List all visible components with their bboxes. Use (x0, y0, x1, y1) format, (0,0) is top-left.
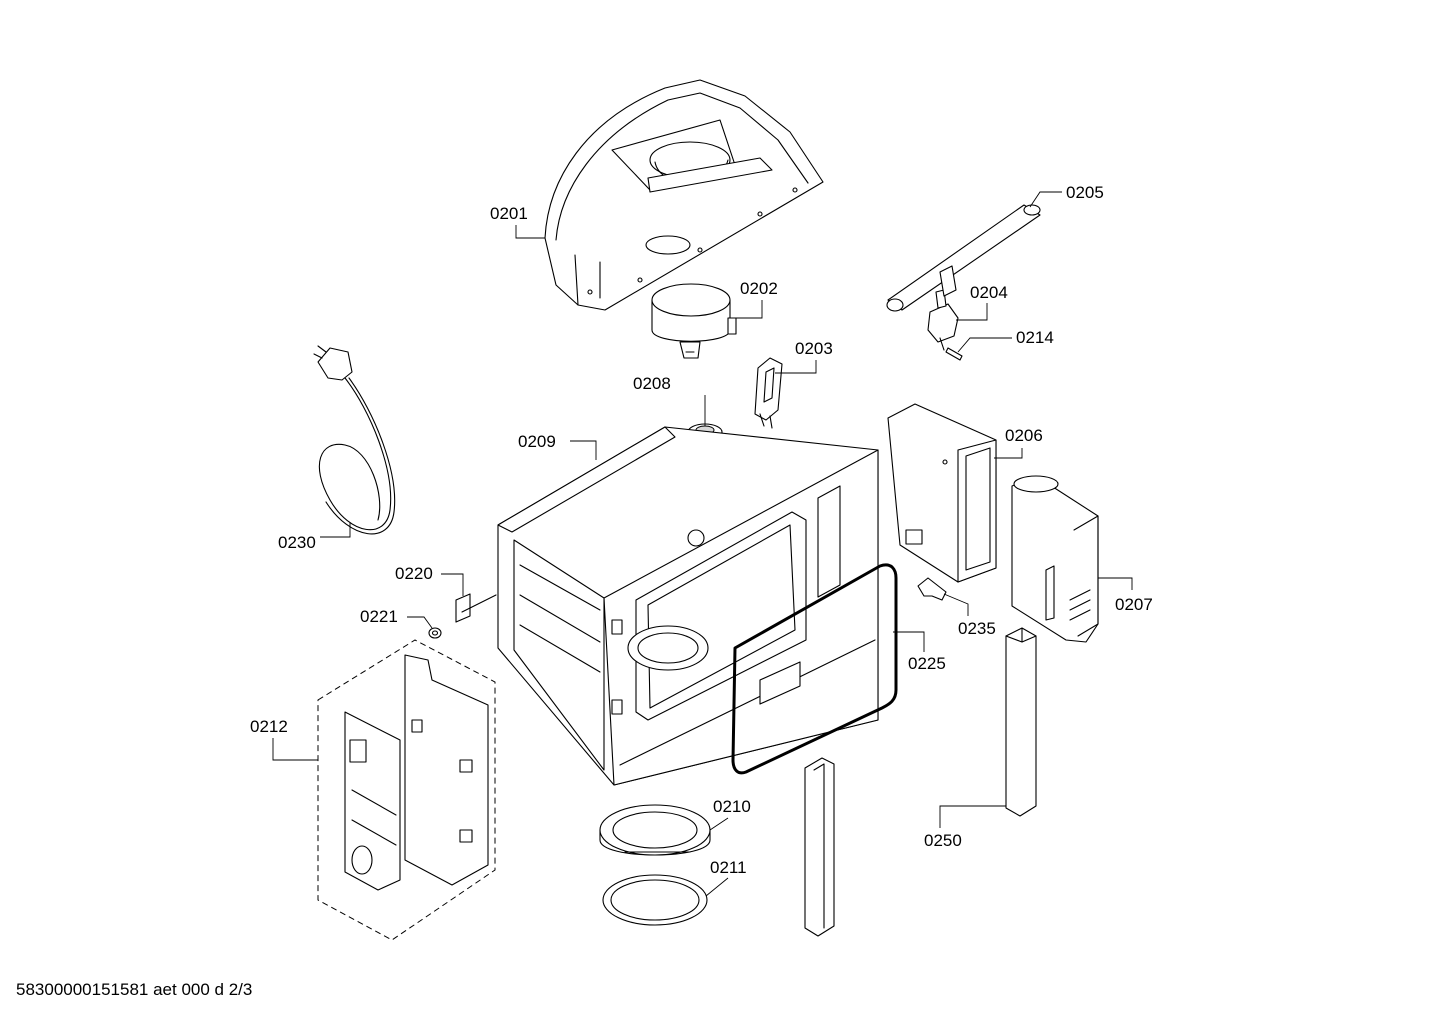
part-0235-clip (917, 577, 947, 601)
part-0207-tank-cover (1011, 475, 1099, 643)
part-0203-switch (754, 357, 783, 429)
label-0203: 0203 (795, 339, 833, 358)
label-0204: 0204 (970, 283, 1008, 302)
part-0250-side-profile (804, 627, 1037, 937)
label-0202: 0202 (740, 279, 778, 298)
label-0250: 0250 (924, 831, 962, 850)
part-0201-fan-housing (544, 79, 824, 311)
label-0225: 0225 (908, 654, 946, 673)
label-0208: 0208 (633, 374, 671, 393)
part-0209-oven-cavity (497, 426, 879, 786)
part-0225-door-seal (731, 563, 898, 775)
label-0206: 0206 (1005, 426, 1043, 445)
leader-lines (272, 191, 1133, 897)
part-0214-pin (945, 347, 963, 361)
label-0211: 0211 (710, 858, 747, 877)
part-labels: 0201 0202 0203 0204 0205 0206 0207 0208 … (250, 183, 1153, 877)
label-0212: 0212 (250, 717, 288, 736)
part-0206-water-tank (887, 403, 997, 583)
label-0207: 0207 (1115, 595, 1153, 614)
label-0230: 0230 (278, 533, 316, 552)
label-0220: 0220 (395, 564, 433, 583)
part-0205-tube (886, 204, 1041, 312)
part-0230-power-cord (313, 345, 396, 535)
label-0221: 0221 (360, 607, 398, 626)
part-0211-ring-seal (602, 874, 708, 926)
part-0220-bracket (455, 593, 497, 623)
part-0212-control-board (317, 639, 496, 941)
label-0205: 0205 (1066, 183, 1104, 202)
label-0214: 0214 (1016, 328, 1054, 347)
part-0221-nut (428, 627, 442, 639)
label-0210: 0210 (713, 797, 751, 816)
part-0202-fan-motor (651, 283, 737, 359)
document-footer-id: 58300000151581 aet 000 d 2/3 (16, 980, 253, 999)
label-0201: 0201 (490, 204, 528, 223)
part-0204-valve (927, 289, 959, 351)
part-0210-fan-ring (599, 804, 711, 856)
label-0209: 0209 (518, 432, 556, 451)
label-0235: 0235 (958, 619, 996, 638)
